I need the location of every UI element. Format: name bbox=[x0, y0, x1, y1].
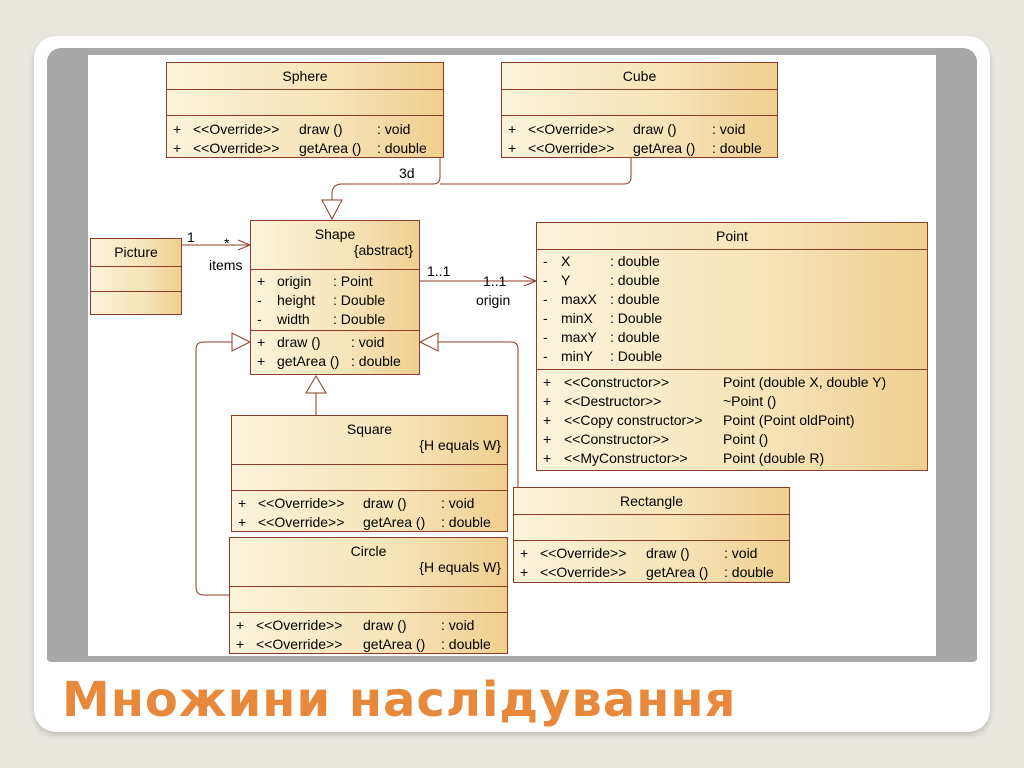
class-point[interactable]: Point -X: double -Y: double -maxX: doubl… bbox=[536, 222, 928, 471]
attribute-row: -width: Double bbox=[257, 311, 386, 327]
label-origin-role: origin bbox=[476, 292, 511, 308]
operation-row: +<<Override>>getArea (): double bbox=[236, 636, 491, 652]
class-name: Cube bbox=[622, 68, 657, 84]
label-picture-multiplicity: 1 bbox=[187, 229, 195, 245]
attributes-compartment bbox=[502, 89, 777, 115]
square-generalization-arrowhead bbox=[305, 375, 327, 394]
class-constraint: {H equals W} bbox=[419, 559, 501, 575]
operation-row: +draw (): void bbox=[257, 334, 385, 350]
class-rectangle[interactable]: Rectangle +<<Override>>draw (): void +<<… bbox=[513, 487, 790, 583]
attributes-compartment bbox=[514, 514, 789, 540]
attributes-compartment bbox=[91, 266, 181, 291]
class-name: Picture bbox=[114, 244, 158, 260]
operation-row: +<<Constructor>>Point () bbox=[543, 431, 769, 447]
operation-row: +<<Override>>getArea (): double bbox=[238, 514, 491, 530]
attribute-row: -minX: Double bbox=[543, 310, 663, 326]
rectangle-generalization-arrowhead bbox=[418, 332, 439, 352]
class-name: Point bbox=[716, 228, 748, 244]
operation-row: +<<Override>>getArea (): double bbox=[173, 140, 427, 156]
operation-row: +<<Override>>draw (): void bbox=[238, 495, 475, 511]
operation-row: +<<Override>>getArea (): double bbox=[520, 564, 774, 580]
operations-compartment: +<<Override>>draw (): void +<<Override>>… bbox=[232, 490, 507, 532]
circle-generalization-arrowhead bbox=[231, 332, 252, 352]
rectangle-generalization-line bbox=[438, 341, 519, 487]
operation-row: +<<Copy constructor>>Point (Point oldPoi… bbox=[543, 412, 855, 428]
class-circle[interactable]: Circle {H equals W} +<<Override>>draw ()… bbox=[229, 537, 508, 654]
cube-generalization-line bbox=[440, 158, 632, 185]
class-name: Shape bbox=[314, 226, 356, 242]
operation-row: +<<Destructor>>~Point () bbox=[543, 393, 777, 409]
class-sphere[interactable]: Sphere +<<Override>>draw (): void +<<Ove… bbox=[166, 62, 444, 158]
attribute-row: -maxY: double bbox=[543, 329, 660, 345]
attributes-compartment: +origin: Point -height: Double -width: D… bbox=[251, 269, 419, 330]
class-shape[interactable]: Shape {abstract} +origin: Point -height:… bbox=[250, 220, 420, 375]
label-3d: 3d bbox=[399, 165, 415, 181]
attribute-row: +origin: Point bbox=[257, 273, 373, 289]
class-name: Square bbox=[346, 421, 393, 437]
class-constraint: {abstract} bbox=[353, 242, 413, 258]
class-picture[interactable]: Picture bbox=[90, 238, 182, 315]
attributes-compartment bbox=[232, 464, 507, 490]
operations-compartment: +draw (): void +getArea (): double bbox=[251, 330, 419, 371]
attribute-row: -maxX: double bbox=[543, 291, 660, 307]
operation-row: +getArea (): double bbox=[257, 353, 401, 369]
operation-row: +<<MyConstructor>>Point (double R) bbox=[543, 450, 825, 466]
operations-compartment: +<<Override>>draw (): void +<<Override>>… bbox=[167, 115, 443, 158]
operations-compartment: +<<Override>>draw (): void +<<Override>>… bbox=[502, 115, 777, 158]
attribute-row: -minY: Double bbox=[543, 348, 663, 364]
operation-row: +<<Constructor>>Point (double X, double … bbox=[543, 374, 887, 390]
class-name: Rectangle bbox=[619, 493, 684, 509]
operations-compartment: +<<Override>>draw (): void +<<Override>>… bbox=[230, 612, 507, 654]
class-constraint: {H equals W} bbox=[419, 437, 501, 453]
class-cube[interactable]: Cube +<<Override>>draw (): void +<<Overr… bbox=[501, 62, 778, 158]
operation-row: +<<Override>>draw (): void bbox=[520, 545, 758, 561]
class-name: Sphere bbox=[282, 68, 328, 84]
attributes-compartment: -X: double -Y: double -maxX: double -min… bbox=[537, 249, 927, 369]
circle-generalization-line bbox=[195, 341, 232, 596]
attributes-compartment bbox=[167, 89, 443, 115]
attribute-row: -X: double bbox=[543, 253, 660, 269]
attributes-compartment bbox=[230, 586, 507, 612]
operation-row: +<<Override>>draw (): void bbox=[236, 617, 475, 633]
attribute-row: -Y: double bbox=[543, 272, 660, 288]
class-square[interactable]: Square {H equals W} +<<Override>>draw ()… bbox=[231, 415, 508, 532]
operation-row: +<<Override>>draw (): void bbox=[173, 121, 411, 137]
label-shape-point-source-multiplicity: 1..1 bbox=[427, 263, 451, 279]
operations-compartment: +<<Override>>draw (): void +<<Override>>… bbox=[514, 540, 789, 582]
attribute-row: -height: Double bbox=[257, 292, 386, 308]
operations-compartment: +<<Constructor>>Point (double X, double … bbox=[537, 369, 927, 468]
operations-compartment bbox=[91, 291, 181, 314]
class-name: Circle bbox=[350, 543, 387, 559]
operation-row: +<<Override>>getArea (): double bbox=[508, 140, 762, 156]
operation-row: +<<Override>>draw (): void bbox=[508, 121, 746, 137]
label-shape-point-target-multiplicity: 1..1 bbox=[483, 273, 507, 289]
sphere-generalization-line bbox=[331, 158, 441, 200]
label-shape-multiplicity: * bbox=[224, 235, 230, 251]
sphere-generalization-arrowhead bbox=[321, 199, 343, 221]
label-items-role: items bbox=[209, 257, 243, 273]
slide-title: Множини наслідування bbox=[62, 672, 737, 728]
